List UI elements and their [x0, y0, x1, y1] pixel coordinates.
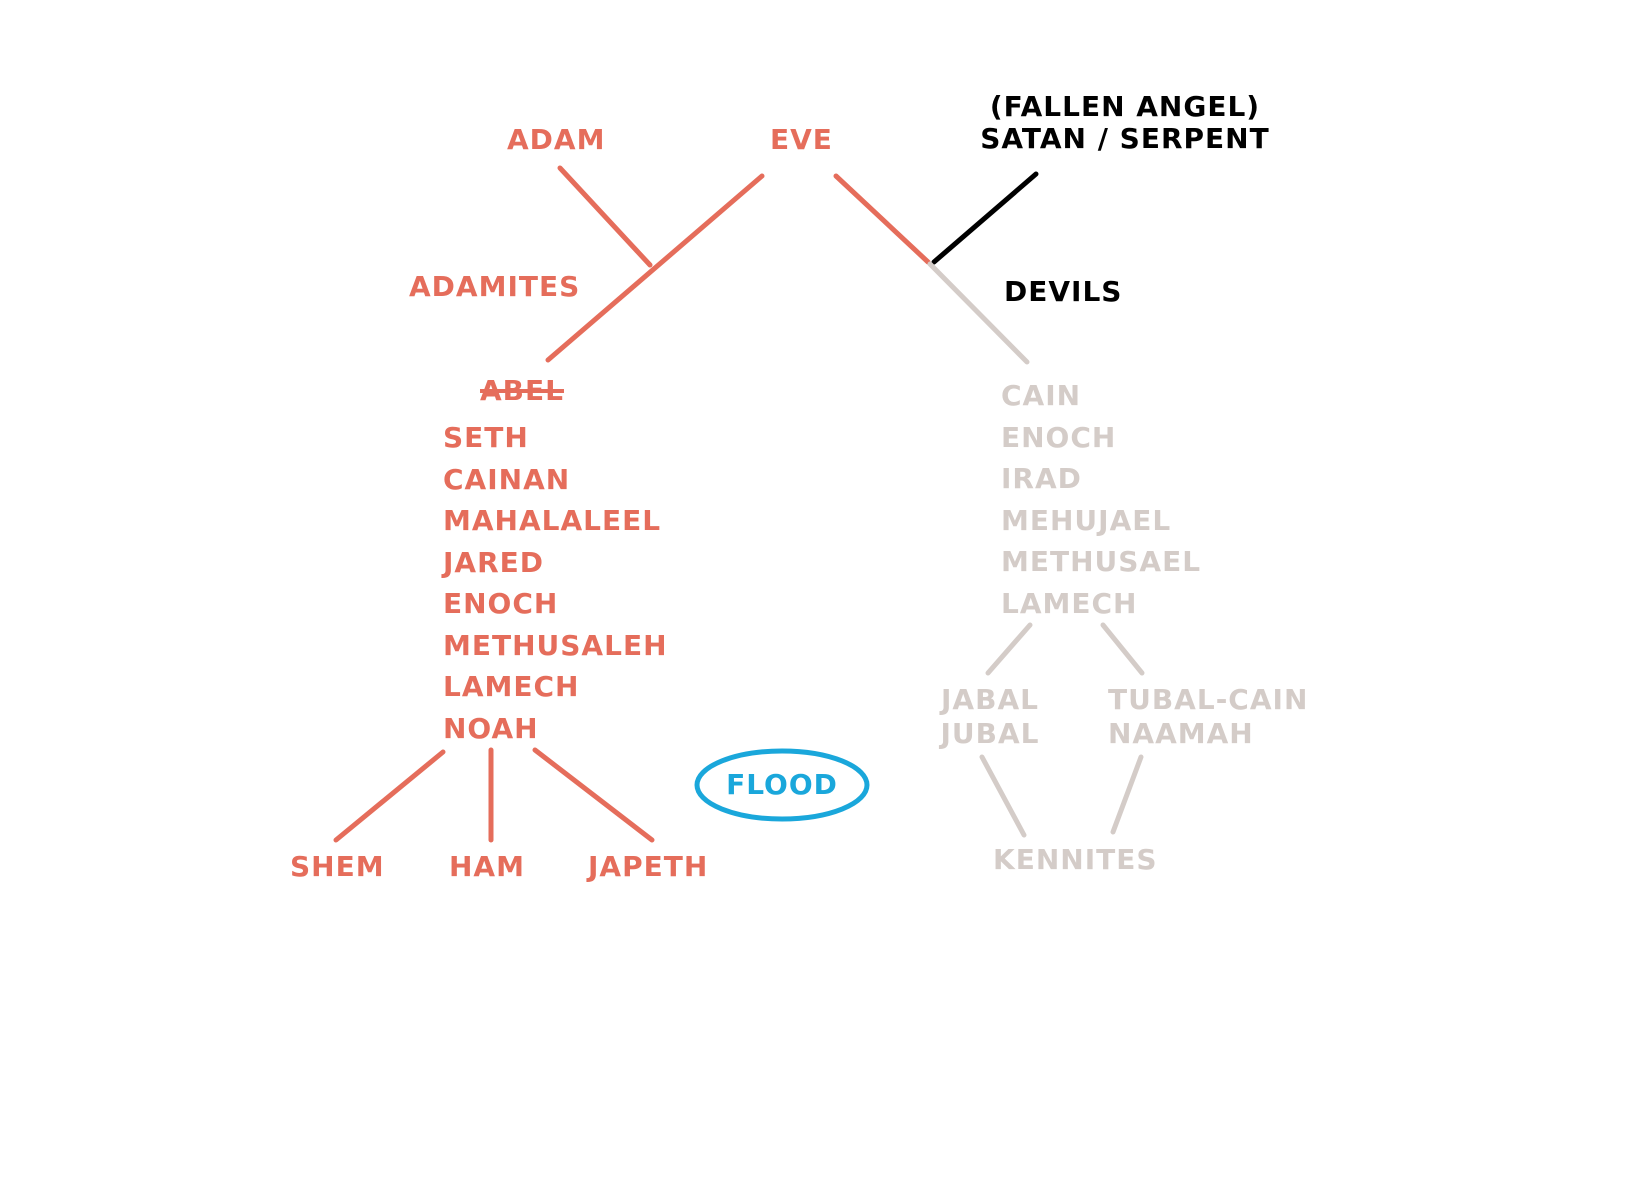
flood-ellipse [694, 748, 870, 822]
adam-connector [557, 165, 653, 268]
jabal-line: JABAL [941, 683, 1039, 716]
list-item: CAINAN [443, 462, 571, 496]
devils-cain-connector [927, 261, 1030, 365]
list-item: METHUSAEL [1001, 545, 1202, 578]
list-item: LAMECH [443, 670, 580, 703]
satan-serpent-line: SATAN / SERPENT [980, 122, 1270, 155]
shem-label: SHEM [290, 850, 385, 883]
list-item: JARED [443, 545, 545, 579]
japeth-label: JAPETH [588, 850, 709, 883]
eve-label: EVE [770, 123, 833, 156]
eve-seth-connector [545, 173, 765, 363]
kennites-label: KENNITES [993, 843, 1158, 876]
adam-label: ADAM [507, 123, 606, 156]
jabal-jubal-label: JABAL JUBAL [910, 683, 1070, 751]
ham-label: HAM [449, 850, 525, 883]
list-item: CAIN [1001, 379, 1082, 412]
jubal-kennites-connector [979, 754, 1027, 838]
serpent-connector [931, 171, 1039, 265]
fallen-angel-label: (FALLEN ANGEL) SATAN / SERPENT [975, 91, 1275, 155]
list-item: NOAH [443, 711, 539, 745]
tubal-naamah-label: TUBAL-CAIN NAAMAH [1108, 683, 1308, 751]
devils-label: DEVILS [1004, 275, 1123, 308]
list-item: METHUSALEH [443, 628, 668, 662]
noah-shem-connector [333, 749, 446, 843]
naamah-kennites-connector [1110, 754, 1144, 835]
list-item: IRAD [1001, 462, 1082, 495]
noah-japeth-connector [532, 747, 655, 843]
cain-line-list: CAIN ENOCH IRAD MEHUJAEL METHUSAEL LAMEC… [1001, 375, 1201, 624]
eve-cain-connector [833, 173, 931, 265]
tubal-cain-line: TUBAL-CAIN [1108, 683, 1309, 716]
flood-label: FLOOD [726, 768, 838, 801]
list-item: ENOCH [1001, 420, 1117, 454]
list-item: SETH [443, 421, 529, 454]
jubal-line: JUBAL [940, 717, 1040, 750]
abel-struck-label: ABEL [480, 374, 564, 407]
fallen-angel-line: (FALLEN ANGEL) [989, 90, 1261, 123]
list-item: MAHALALEEL [443, 504, 662, 537]
seth-line-list: SETH CAINAN MAHALALEEL JARED ENOCH METHU… [443, 417, 668, 749]
list-item: ENOCH [443, 587, 559, 620]
adamites-label: ADAMITES [409, 270, 581, 303]
naamah-line: NAAMAH [1108, 717, 1254, 750]
lamech-tubal-connector [1100, 622, 1145, 676]
list-item: LAMECH [1001, 586, 1138, 620]
lamech-jabal-connector [985, 622, 1033, 676]
list-item: MEHUJAEL [1001, 503, 1172, 537]
